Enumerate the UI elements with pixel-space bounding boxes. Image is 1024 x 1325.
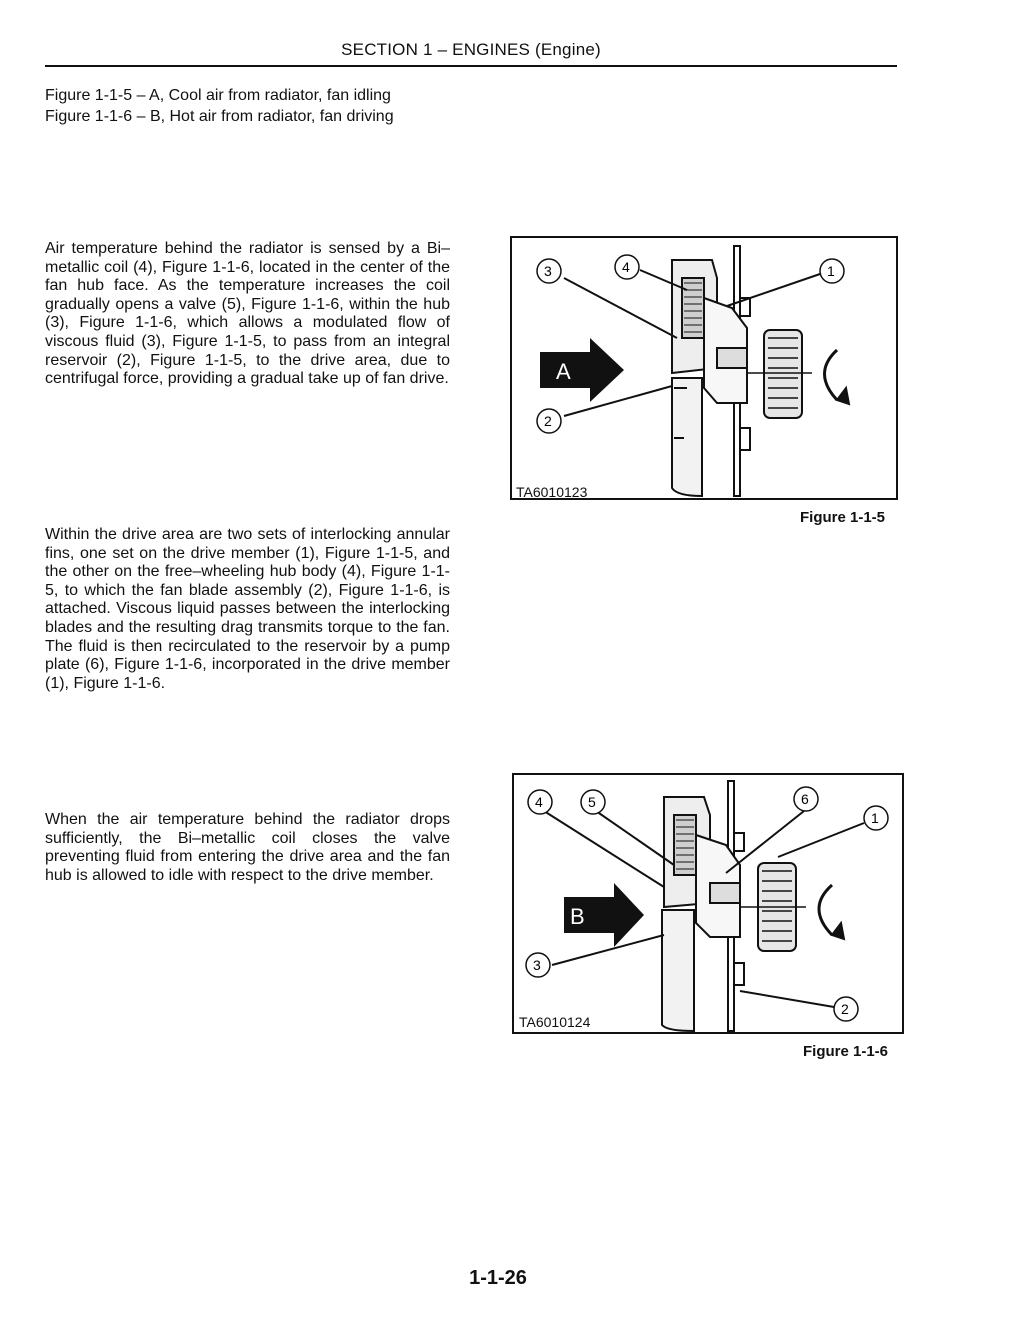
caption-figure-1-1-6: Figure 1-1-6 – B, Hot air from radiator,…: [45, 108, 394, 125]
callout-3: 3: [533, 957, 541, 973]
callout-2: 2: [841, 1001, 849, 1017]
fan-hub-cutaway-a: A 3 4 1 2: [536, 245, 851, 498]
page-number: 1-1-26: [469, 1267, 527, 1289]
section-header: SECTION 1 – ENGINES (Engine): [341, 40, 601, 59]
airflow-arrow-a: [540, 338, 624, 402]
caption-figure-1-1-5: Figure 1-1-5 – A, Cool air from radiator…: [45, 87, 391, 104]
fan-hub-cutaway-b: B 4 5 6 1 3 2: [525, 780, 889, 1032]
callout-4: 4: [535, 794, 543, 810]
callout-6: 6: [801, 791, 809, 807]
illustration-code: TA6010123: [514, 484, 590, 500]
figure-1-1-5-illustration: A 3 4 1 2 TA6010123: [510, 236, 898, 500]
illustration-code: TA6010124: [517, 1014, 593, 1030]
figure-label-1-1-6: Figure 1-1-6: [803, 1043, 889, 1060]
airflow-arrow-b: [564, 883, 644, 947]
callout-4: 4: [622, 259, 630, 275]
paragraph-sensing: Air temperature behind the radiator is s…: [45, 240, 450, 388]
figure-captions: Figure 1-1-5 – A, Cool air from radiator…: [45, 85, 545, 127]
callout-3: 3: [544, 263, 552, 279]
arrow-letter-a: A: [556, 359, 571, 384]
paragraph-drive-area: Within the drive area are two sets of in…: [45, 526, 450, 692]
arrow-letter-b: B: [570, 904, 585, 929]
header-rule: [45, 65, 897, 67]
callout-2: 2: [544, 413, 552, 429]
callout-1: 1: [827, 263, 835, 279]
callout-1: 1: [871, 810, 879, 826]
callout-5: 5: [588, 794, 596, 810]
figure-label-1-1-5: Figure 1-1-5: [800, 509, 886, 526]
figure-1-1-6-illustration: B 4 5 6 1 3 2 TA6010124: [512, 773, 904, 1034]
paragraph-idle: When the air temperature behind the radi…: [45, 811, 450, 884]
